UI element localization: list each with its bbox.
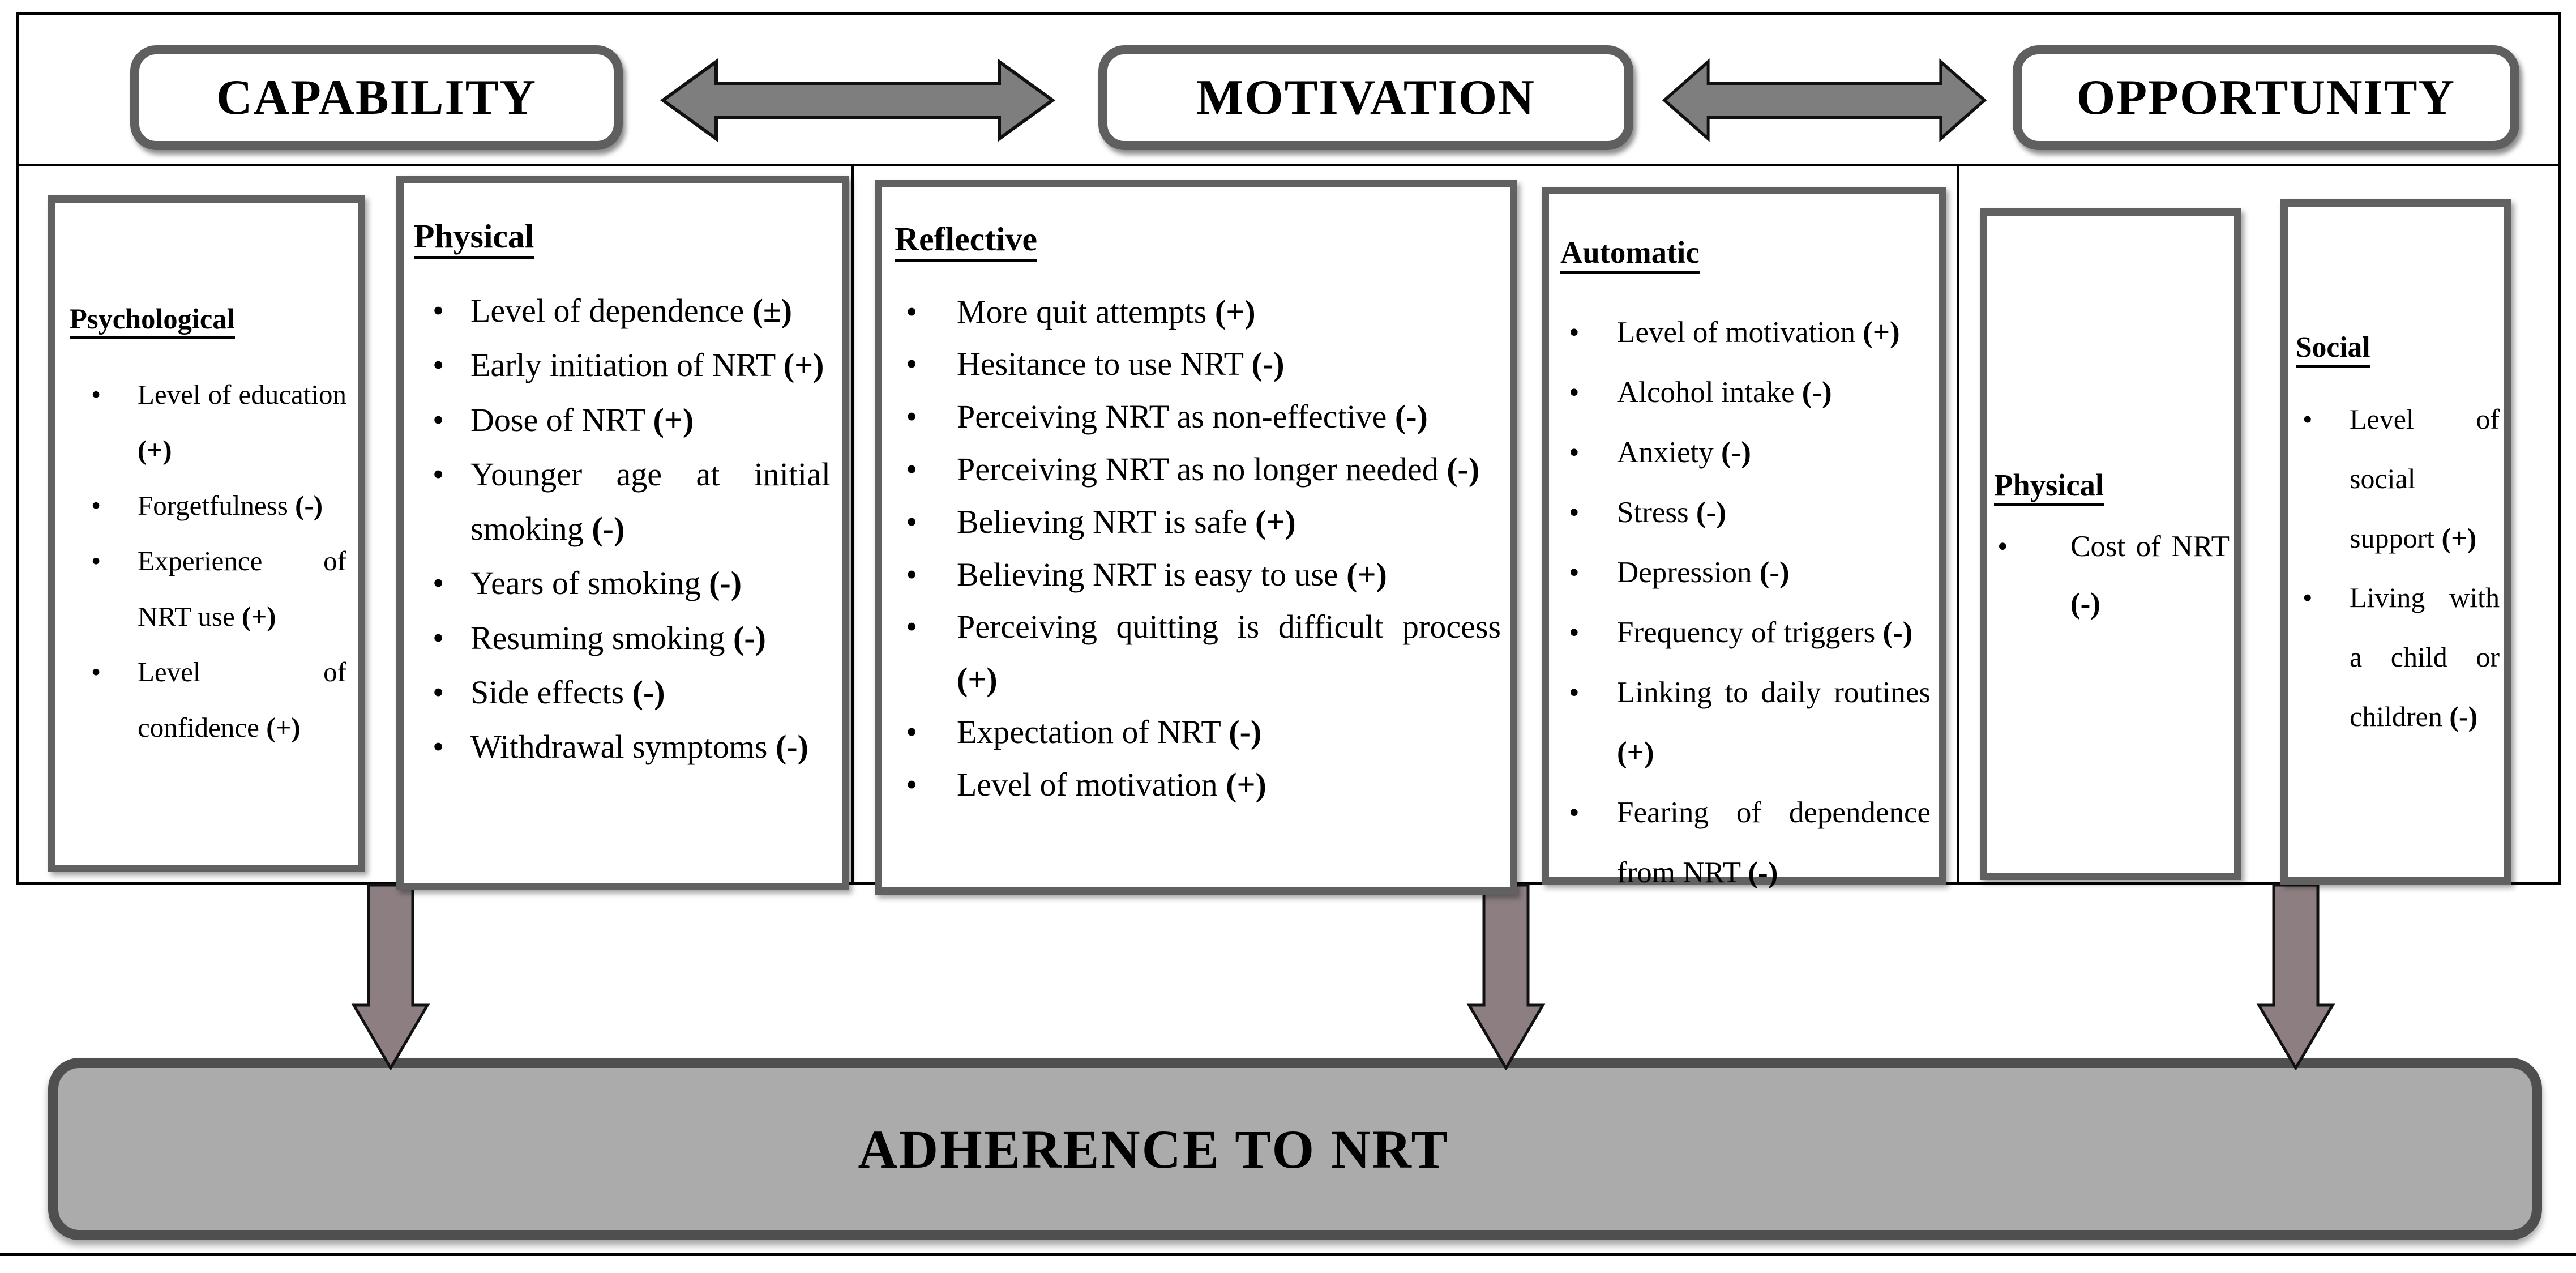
factor-item: Level of education (+) (70, 367, 346, 478)
factor-item: Perceiving NRT as non-effective (-) (895, 391, 1501, 443)
factor-item: Years of smoking (-) (414, 556, 831, 611)
reflective-heading: Reflective (895, 212, 1501, 267)
page-bottom-rule (0, 1253, 2576, 1256)
factor-item: Level of motivation (+) (1560, 302, 1931, 362)
opportunity-to-adherence-arrow-icon (2256, 883, 2335, 1070)
adherence-label: ADHERENCE TO NRT (858, 1118, 1449, 1180)
factor-list: Cost of NRT (-) (1994, 518, 2229, 632)
opportunity-label: OPPORTUNITY (2076, 70, 2456, 125)
factor-item: Frequency of triggers (-) (1560, 603, 1931, 663)
psychological-heading: Psychological (70, 291, 346, 348)
capability-header: CAPABILITY (130, 45, 623, 150)
factor-item: Resuming smoking (-) (414, 611, 831, 666)
factor-item: More quit attempts (+) (895, 286, 1501, 339)
factor-item: Level of dependence (±) (414, 284, 831, 339)
factor-item: Cost of NRT (-) (1994, 518, 2229, 632)
factor-item: Dose of NRT (+) (414, 393, 831, 448)
motivation-to-adherence-arrow-icon (1466, 883, 1546, 1070)
motivation-opportunity-double-arrow-icon (1662, 58, 1987, 142)
factor-box-social: Social Level of social support (+)Living… (2280, 199, 2511, 885)
factor-item: Experience of NRT use (+) (70, 533, 346, 644)
opportunity-header: OPPORTUNITY (2013, 45, 2519, 150)
factor-item: Fearing of dependence from NRT (-) (1560, 783, 1931, 903)
factor-list: Level of dependence (±)Early initiation … (414, 284, 831, 775)
factor-item: Stress (-) (1560, 482, 1931, 542)
factor-item: Alcohol intake (-) (1560, 362, 1931, 422)
factor-item: Believing NRT is easy to use (+) (895, 549, 1501, 601)
factor-box-physical-opportunity: Physical Cost of NRT (-) (1980, 208, 2241, 880)
capability-to-adherence-arrow-icon (351, 883, 430, 1070)
factor-item: Depression (-) (1560, 542, 1931, 603)
factor-item: Hesitance to use NRT (-) (895, 338, 1501, 391)
factor-item: Early initiation of NRT (+) (414, 338, 831, 393)
adherence-outcome-bar: ADHERENCE TO NRT (48, 1058, 2542, 1240)
capability-motivation-double-arrow-icon (660, 58, 1056, 142)
factor-list: Level of social support (+)Living with a… (2296, 390, 2500, 746)
factor-item: Forgetfulness (-) (70, 478, 346, 533)
factor-box-psychological: Psychological Level of education (+)Forg… (48, 195, 365, 872)
factor-item: Younger age at initial smoking (-) (414, 447, 831, 557)
social-heading: Social (2296, 317, 2500, 378)
factor-box-automatic: Automatic Level of motivation (+)Alcohol… (1542, 187, 1946, 889)
physical-opportunity-heading: Physical (1994, 456, 2229, 515)
factor-item: Linking to daily routines (+) (1560, 663, 1931, 783)
factor-item: Believing NRT is safe (+) (895, 496, 1501, 549)
motivation-label: MOTIVATION (1196, 70, 1535, 125)
factor-item: Level of confidence (+) (70, 644, 346, 755)
factor-item: Perceiving NRT as no longer needed (-) (895, 443, 1501, 496)
header-separator-line (16, 164, 2561, 166)
factor-list: Level of motivation (+)Alcohol intake (-… (1560, 302, 1931, 903)
divider-motivation-opportunity (1957, 164, 1959, 885)
factor-item: Living with a child or children (-) (2296, 568, 2500, 746)
factor-list: More quit attempts (+)Hesitance to use N… (895, 286, 1501, 811)
factor-box-physical-capability: Physical Level of dependence (±)Early in… (396, 176, 849, 890)
factor-item: Expectation of NRT (-) (895, 706, 1501, 759)
automatic-heading: Automatic (1560, 221, 1931, 283)
factor-list: Level of education (+)Forgetfulness (-)E… (70, 367, 346, 755)
divider-capability-motivation (851, 164, 854, 885)
factor-item: Level of motivation (+) (895, 759, 1501, 811)
factor-item: Side effects (-) (414, 665, 831, 720)
factor-item: Perceiving quitting is difficult process… (895, 601, 1501, 706)
factor-item: Level of social support (+) (2296, 390, 2500, 568)
capability-label: CAPABILITY (216, 70, 537, 125)
factor-box-reflective: Reflective More quit attempts (+)Hesitan… (875, 180, 1517, 895)
factor-item: Anxiety (-) (1560, 422, 1931, 482)
motivation-header: MOTIVATION (1098, 45, 1633, 150)
physical-capability-heading: Physical (414, 208, 831, 264)
factor-item: Withdrawal symptoms (-) (414, 720, 831, 775)
